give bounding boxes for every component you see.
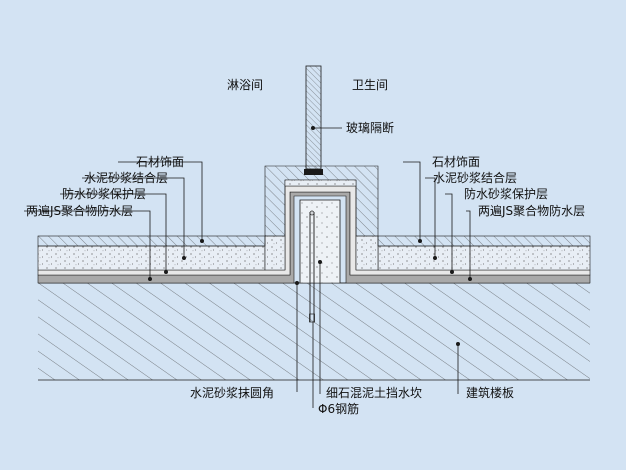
label-rebar: Φ6钢筋 [318, 401, 359, 416]
stone-finish-layer [37, 165, 591, 247]
glass-partition [304, 65, 323, 175]
label-stone-finish-right: 石材饰面 [432, 155, 480, 169]
label-glass-partition: 玻璃隔断 [346, 120, 394, 135]
label-js-waterproof-right: 两遍JS聚合物防水层 [478, 203, 585, 218]
label-mortar-bond-left: 水泥砂浆结合层 [84, 170, 168, 185]
label-mortar-protect-right: 防水砂浆保护层 [464, 186, 548, 201]
label-stone-finish-left: 石材饰面 [136, 155, 184, 169]
mortar-bonding-layer [37, 235, 591, 271]
label-mortar-bond-right: 水泥砂浆结合层 [433, 170, 517, 185]
label-mortar-protect-left: 防水砂浆保护层 [62, 186, 146, 201]
label-floor-slab: 建筑楼板 [466, 385, 514, 400]
leader-lines [24, 126, 472, 408]
label-mortar-fillet: 水泥砂浆抹圆角 [190, 385, 274, 400]
toilet-room-label: 卫生间 [352, 78, 388, 92]
label-js-waterproof-left: 两遍JS聚合物防水层 [26, 203, 133, 218]
rebar [309, 210, 315, 323]
label-concrete-curb: 细石混泥土挡水坎 [326, 386, 422, 400]
shower-room-label: 淋浴间 [227, 78, 263, 92]
